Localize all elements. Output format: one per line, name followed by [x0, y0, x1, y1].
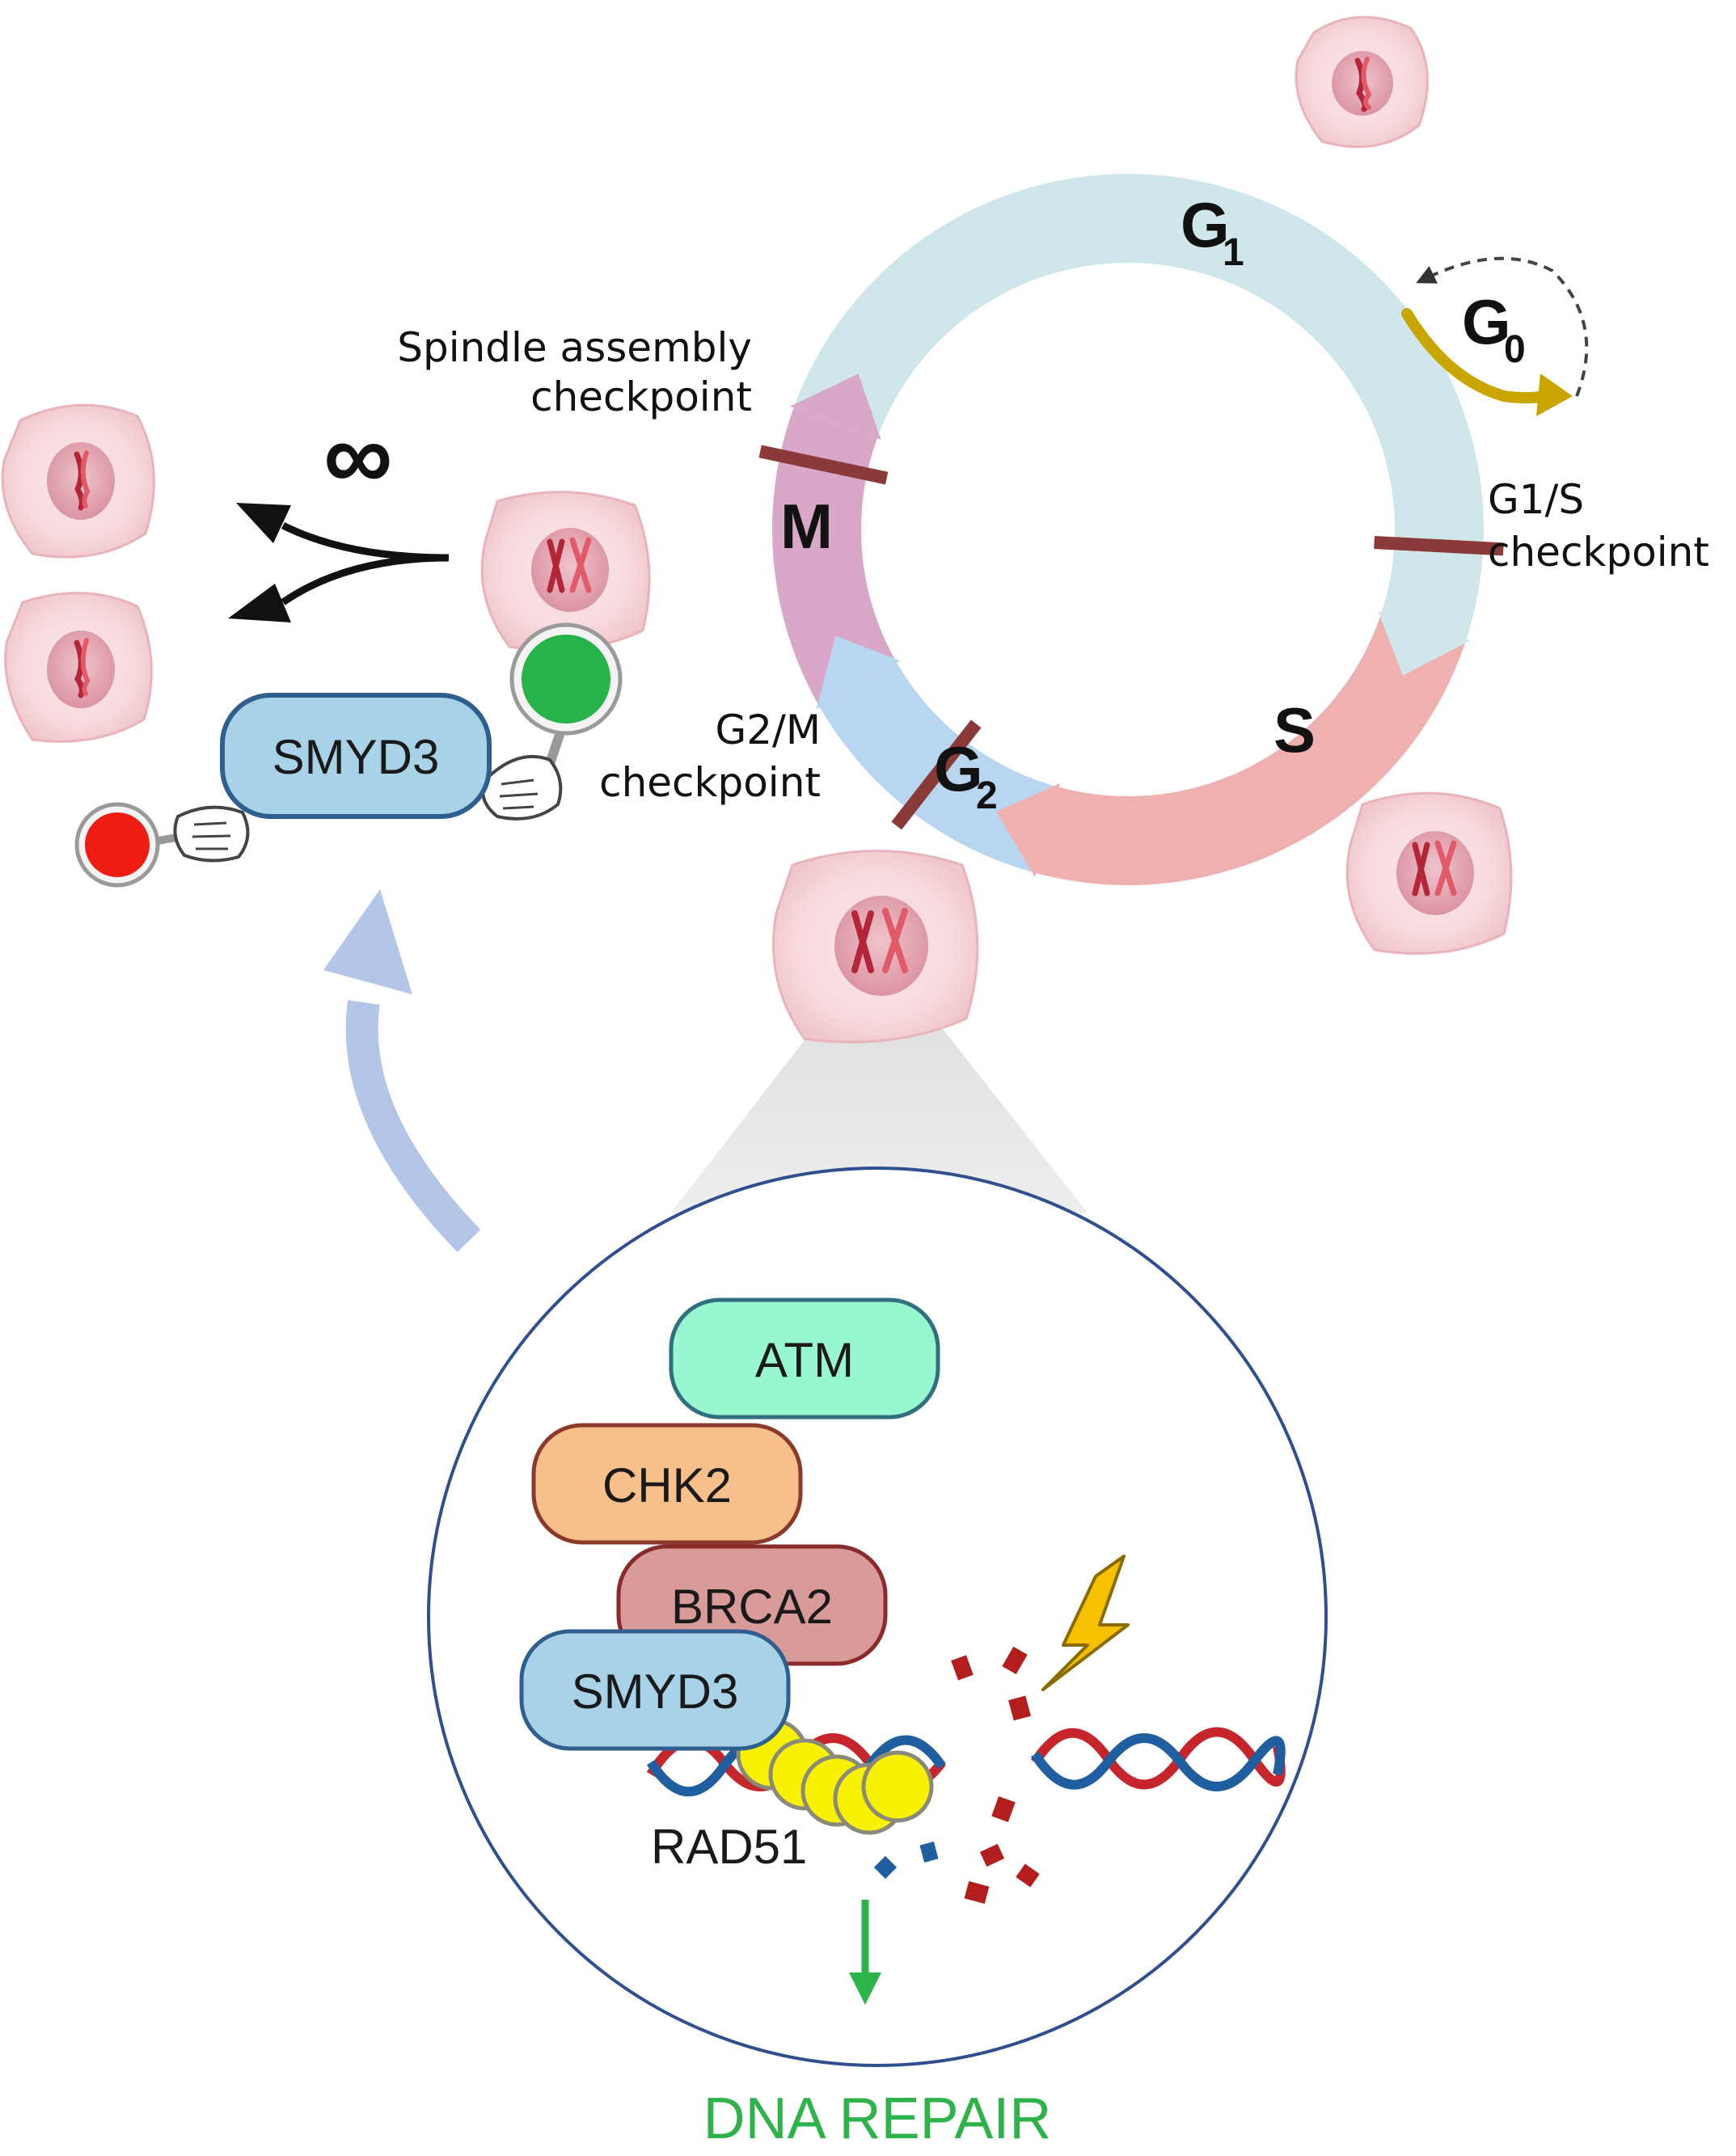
rad51-label: RAD51 — [651, 1820, 807, 1874]
phase-label-m: M — [780, 491, 833, 562]
g1s-checkpoint-label-1: G1/S — [1488, 476, 1584, 523]
phase-g0-sub: 0 — [1504, 328, 1526, 371]
cell-dividing-center — [480, 491, 651, 652]
smyd3-protein-pill — [220, 693, 492, 819]
green-on-light — [522, 635, 610, 724]
spindle-checkpoint-label-2: checkpoint — [530, 373, 752, 420]
chk2-protein-pill — [531, 1423, 803, 1545]
cell-cycle-ring — [758, 173, 1504, 885]
cell-right-middle — [1345, 791, 1513, 955]
cell-left-top — [1, 403, 155, 559]
phase-g1-sub: 1 — [1223, 231, 1244, 274]
ring-arrowhead-g1 — [1378, 610, 1471, 676]
smyd3-zoom-label: SMYD3 — [572, 1664, 739, 1719]
dna-break-fragments — [873, 1646, 1040, 1904]
g2m-checkpoint-label-1: G2/M — [715, 707, 821, 753]
atm-protein-pill — [669, 1297, 940, 1420]
g1s-checkpoint-bar — [1374, 535, 1504, 556]
dna-repair-label: DNA REPAIR — [703, 2086, 1052, 2151]
phase-g2-main: G — [934, 733, 983, 804]
smyd3-top-label: SMYD3 — [272, 730, 440, 784]
g0-loop-arrows — [1401, 256, 1589, 416]
g2m-checkpoint-label-2: checkpoint — [599, 759, 821, 806]
phase-g1-main: G — [1181, 189, 1230, 260]
cell-zoomed-source — [772, 850, 979, 1044]
infinity-symbol: ∞ — [323, 402, 393, 510]
rad51-bead — [861, 1750, 934, 1823]
feedback-arrow — [323, 889, 481, 1252]
g1s-checkpoint-label-2: checkpoint — [1488, 529, 1709, 576]
dna-helix-right — [1030, 1727, 1286, 1791]
phase-label-g0: G 0 — [1462, 286, 1526, 371]
cell-top-right — [1295, 15, 1429, 149]
division-arrows — [228, 503, 450, 622]
zoom-cone — [671, 946, 1088, 1213]
phase-g0-main: G — [1462, 286, 1511, 357]
g2m-checkpoint-bar — [891, 719, 982, 830]
brca2-label: BRCA2 — [671, 1580, 833, 1634]
cell-left-bottom — [4, 592, 153, 743]
chk2-label: CHK2 — [602, 1458, 732, 1513]
phase-label-s: S — [1273, 694, 1316, 766]
ring-arrowhead-g2 — [816, 635, 901, 710]
rad51-beads — [736, 1718, 934, 1835]
red-off-light — [85, 812, 150, 877]
ring-segment-g1 — [793, 173, 1485, 639]
ring-arrowhead-m — [789, 373, 881, 440]
dna-repair-arrow — [849, 1900, 881, 2005]
left-glove-icon — [173, 805, 250, 863]
spindle-checkpoint-label-1: Spindle assembly — [397, 324, 752, 371]
phase-label-g1: G 1 — [1181, 189, 1244, 274]
smyd3-switch-group: SMYD3 — [74, 622, 623, 888]
smyd3-zoom-protein-pill — [519, 1629, 791, 1751]
phase-label-g2: G 2 — [934, 733, 998, 817]
phase-g2-sub: 2 — [976, 774, 998, 817]
spindle-checkpoint-bar — [758, 445, 889, 485]
lightning-bolt-icon — [1041, 1555, 1130, 1691]
ring-arrowhead-s — [996, 783, 1060, 877]
right-glove-icon — [481, 754, 563, 821]
atm-label: ATM — [755, 1333, 854, 1387]
ring-segment-s — [1036, 611, 1467, 885]
ring-segment-m — [772, 407, 898, 707]
